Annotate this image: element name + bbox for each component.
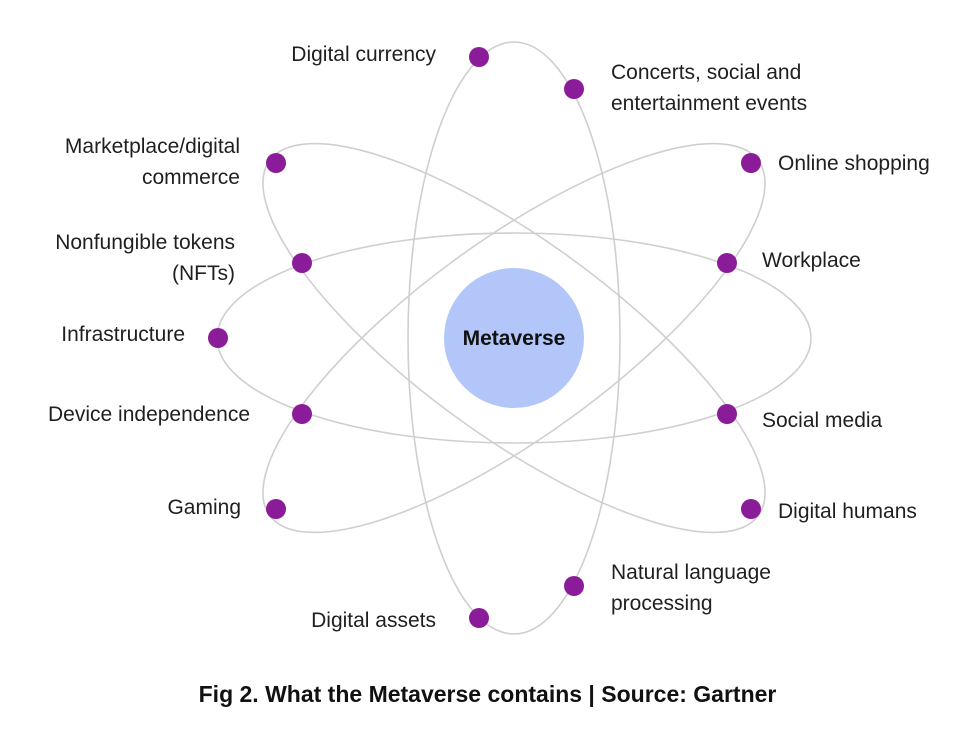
label-gaming: Gaming bbox=[167, 496, 241, 519]
node-dot-natural-language bbox=[564, 576, 584, 596]
label-digital-currency: Digital currency bbox=[291, 43, 436, 66]
label-infrastructure: Infrastructure bbox=[61, 323, 185, 346]
label-workplace: Workplace bbox=[762, 249, 861, 272]
node-dot-workplace bbox=[717, 253, 737, 273]
label-digital-assets: Digital assets bbox=[311, 609, 436, 632]
node-dot-digital-currency bbox=[469, 47, 489, 67]
node-dot-social-media bbox=[717, 404, 737, 424]
label-digital-humans: Digital humans bbox=[778, 500, 917, 523]
node-dot-infrastructure bbox=[208, 328, 228, 348]
node-dot-gaming bbox=[266, 499, 286, 519]
label-concerts: Concerts, social and entertainment event… bbox=[611, 61, 808, 115]
label-social-media: Social media bbox=[762, 409, 883, 432]
node-dot-device-independence bbox=[292, 404, 312, 424]
metaverse-center-circle bbox=[444, 268, 584, 408]
orbit-vertical bbox=[407, 41, 621, 635]
node-dot-digital-humans bbox=[741, 499, 761, 519]
label-natural-language: Natural language processing bbox=[611, 561, 771, 615]
label-marketplace: Marketplace/digital commerce bbox=[64, 135, 240, 189]
label-device-independence: Device independence bbox=[48, 403, 250, 426]
node-dot-online-shopping bbox=[741, 153, 761, 173]
label-online-shopping: Online shopping bbox=[778, 152, 930, 175]
center-label: Metaverse bbox=[463, 327, 566, 350]
node-dot-concerts bbox=[564, 79, 584, 99]
label-nfts: Nonfungible tokens (NFTs) bbox=[55, 231, 235, 285]
node-dot-marketplace bbox=[266, 153, 286, 173]
figure-caption: Fig 2. What the Metaverse contains | Sou… bbox=[198, 681, 777, 707]
node-dots bbox=[208, 47, 761, 628]
node-dot-nfts bbox=[292, 253, 312, 273]
node-dot-digital-assets bbox=[469, 608, 489, 628]
